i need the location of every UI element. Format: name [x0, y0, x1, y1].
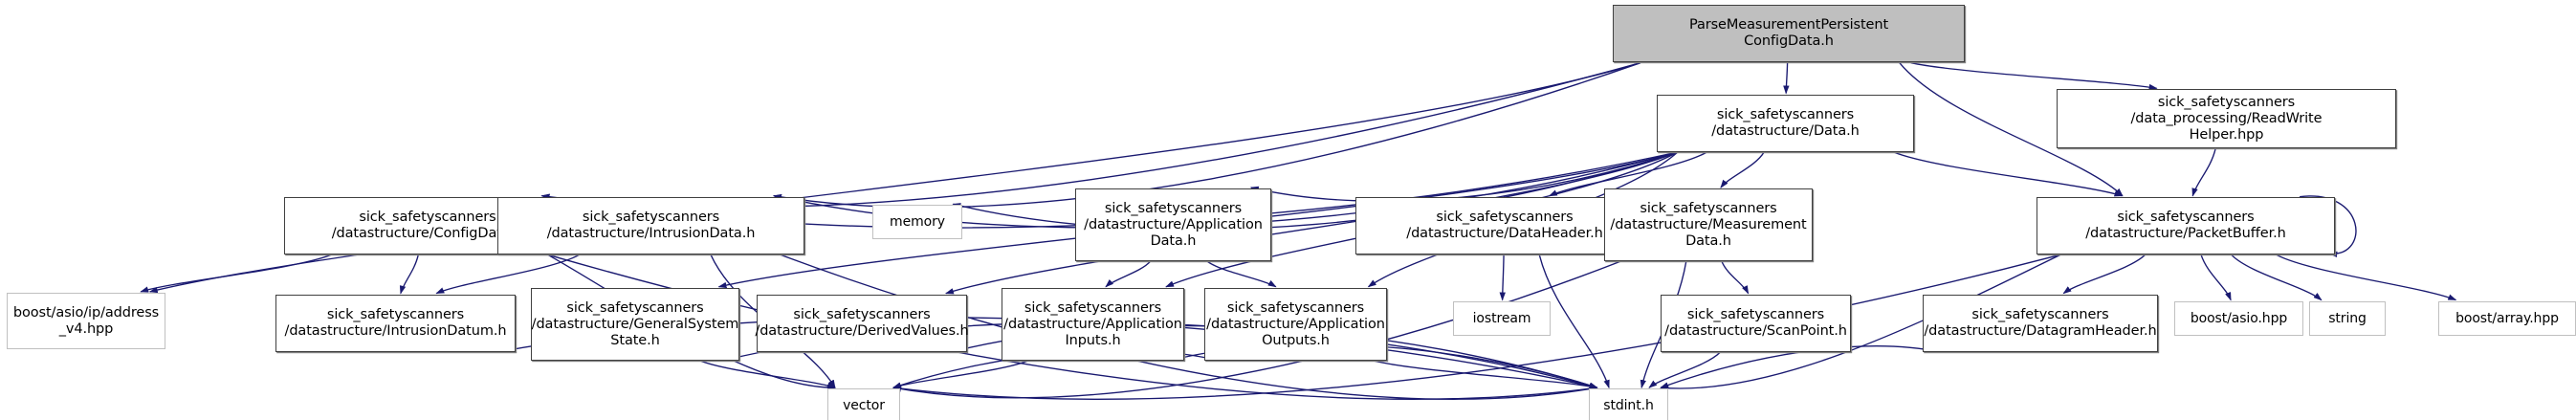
- graph-edge-dataheader-to-iostream: [1499, 254, 1506, 301]
- graph-node-packetbuffer[interactable]: sick_safetyscanners /datastructure/Packe…: [2037, 197, 2335, 254]
- graph-edge-root-to-addressv4: [148, 62, 1641, 294]
- graph-edge-applicationoutputs-to-stdint: [1372, 360, 1598, 389]
- graph-node-scanpoint[interactable]: sick_safetyscanners /datastructure/ScanP…: [1661, 295, 1851, 352]
- graph-edge-root-to-data: [1783, 62, 1790, 95]
- graph-edge-packetbuffer-to-boostasio: [2200, 254, 2232, 301]
- graph-node-measurementdata[interactable]: sick_safetyscanners /datastructure/Measu…: [1604, 188, 1813, 261]
- graph-edge-measurementdata-to-scanpoint: [1721, 260, 1750, 295]
- graph-edge-applicationdata-to-applicationoutputs: [1206, 260, 1277, 288]
- graph-edge-root-to-configdata: [540, 62, 1641, 209]
- graph-edge-packetbuffer-to-boostarray: [2276, 254, 2457, 301]
- graph-edge-data-to-measurementdata: [1720, 151, 1765, 188]
- graph-node-derivedvalues[interactable]: sick_safetyscanners /datastructure/Deriv…: [755, 295, 969, 352]
- graph-edge-datagramheader-to-stdint: [1660, 345, 1942, 388]
- graph-edge-readwritehelper-to-packetbuffer: [2191, 148, 2216, 197]
- graph-node-iostream[interactable]: iostream: [1453, 301, 1551, 336]
- graph-node-applicationoutputs[interactable]: sick_safetyscanners /datastructure/Appli…: [1204, 288, 1387, 361]
- graph-node-datagramheader[interactable]: sick_safetyscanners /datastructure/Datag…: [1923, 295, 2158, 352]
- graph-edge-data-to-packetbuffer: [1893, 151, 2124, 197]
- graph-edge-generalsystemstate-to-vector: [698, 360, 836, 388]
- graph-node-intrusiondata[interactable]: sick_safetyscanners /datastructure/Intru…: [497, 197, 804, 254]
- graph-node-generalsystemstate[interactable]: sick_safetyscanners /datastructure/Gener…: [531, 288, 739, 361]
- graph-edge-root-to-intrusiondata: [772, 62, 1641, 209]
- graph-node-boostasio[interactable]: boost/asio.hpp: [2174, 301, 2303, 336]
- graph-edge-packetbuffer-to-string: [2231, 254, 2323, 301]
- graph-node-vector[interactable]: vector: [827, 388, 900, 420]
- graph-node-data[interactable]: sick_safetyscanners /datastructure/Data.…: [1657, 95, 1914, 152]
- graph-node-applicationdata[interactable]: sick_safetyscanners /datastructure/Appli…: [1075, 188, 1271, 261]
- graph-node-intrusiondatum[interactable]: sick_safetyscanners /datastructure/Intru…: [275, 295, 516, 352]
- graph-node-applicationinputs[interactable]: sick_safetyscanners /datastructure/Appli…: [1002, 288, 1184, 361]
- graph-node-root[interactable]: ParseMeasurementPersistent ConfigData.h: [1613, 5, 1965, 62]
- graph-node-memory[interactable]: memory: [872, 205, 962, 239]
- graph-edge-root-to-readwritehelper: [1910, 62, 2158, 91]
- graph-node-readwritehelper[interactable]: sick_safetyscanners /data_processing/Rea…: [2057, 89, 2396, 148]
- graph-node-boostarray[interactable]: boost/array.hpp: [2438, 301, 2576, 336]
- graph-edge-configdata-to-addressv4: [140, 254, 332, 293]
- graph-edge-packetbuffer-to-datagramheader: [2062, 254, 2147, 295]
- graph-edge-applicationdata-to-applicationinputs: [1105, 260, 1152, 288]
- graph-edge-applicationinputs-to-vector: [892, 360, 1029, 388]
- graph-node-stdint[interactable]: stdint.h: [1589, 388, 1668, 420]
- graph-node-addressv4[interactable]: boost/asio/ip/address _v4.hpp: [7, 293, 165, 349]
- graph-edge-configdata-to-intrusiondatum: [399, 254, 419, 295]
- graph-edge-scanpoint-to-stdint: [1648, 351, 1721, 388]
- graph-node-string[interactable]: string: [2309, 301, 2386, 336]
